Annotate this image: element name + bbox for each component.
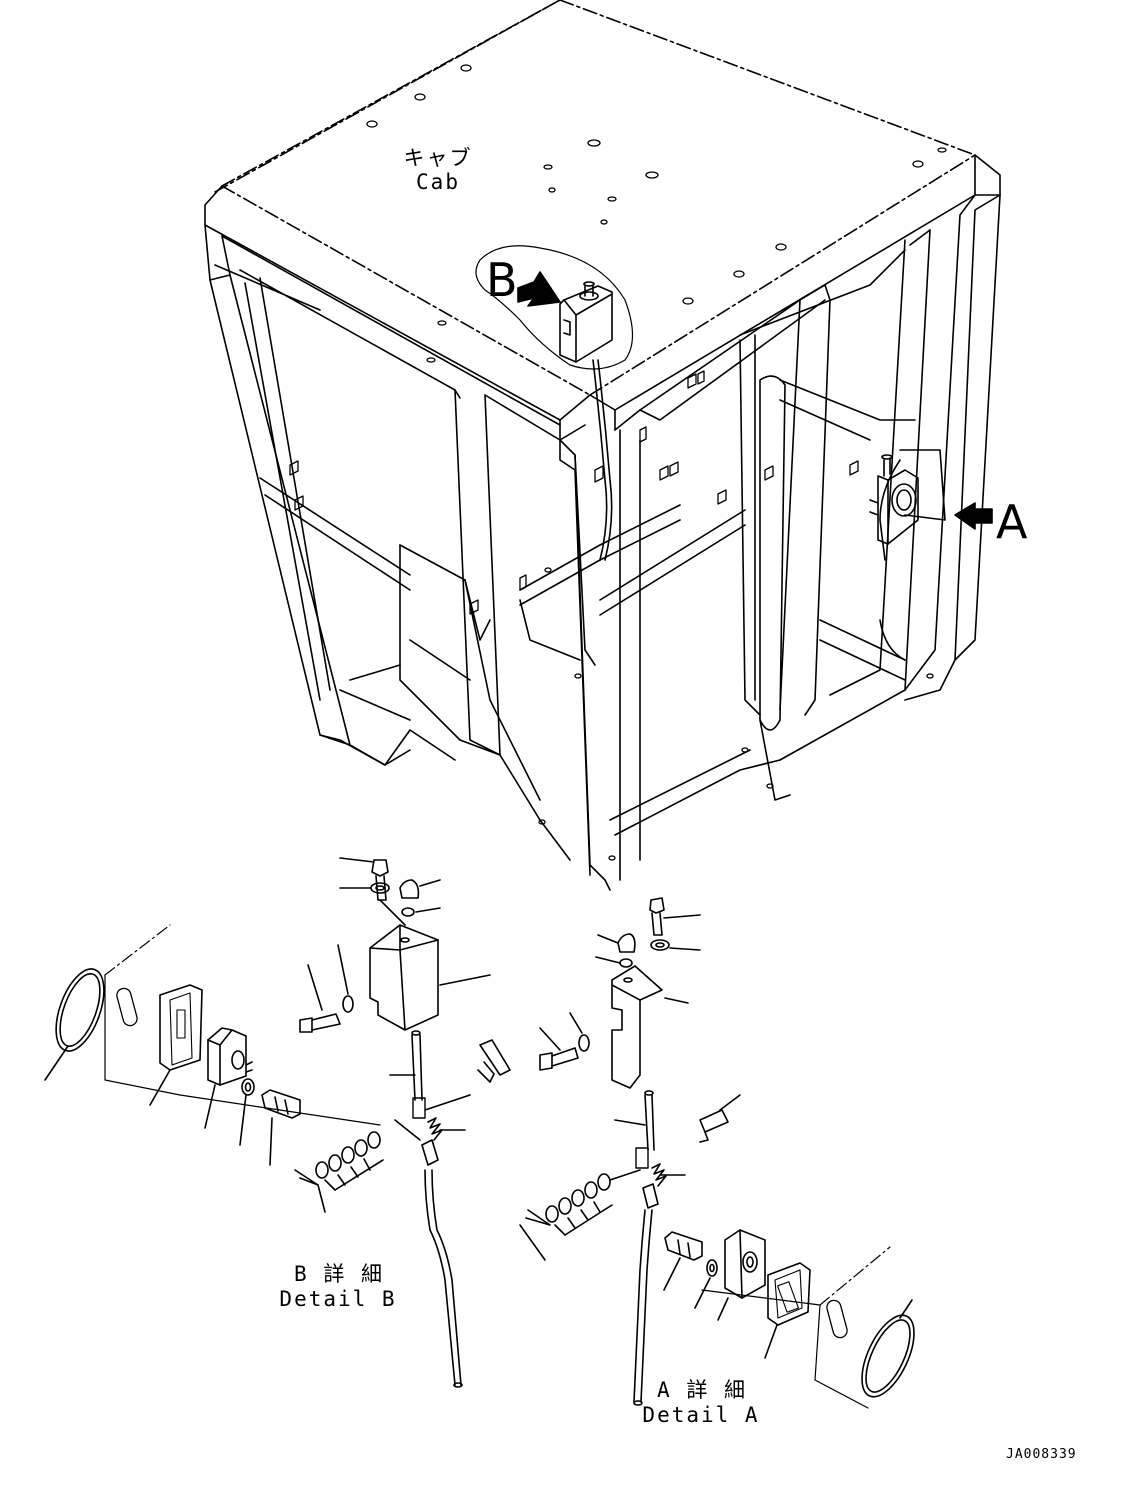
latch-a-on-cab: [869, 454, 919, 545]
view-a-label: A: [996, 495, 1028, 549]
detail-a-label-jp: A 詳 細: [657, 1378, 747, 1402]
cab-frame: [204, 0, 1001, 891]
detail-a-label-en: Detail A: [642, 1403, 760, 1427]
arrow-b-icon: [517, 271, 561, 307]
cab-label-en: Cab: [416, 170, 460, 194]
arrow-a-icon: [954, 502, 993, 530]
detail-a-assembly: [519, 897, 915, 1409]
view-b-label: B: [486, 253, 518, 307]
cab-label-jp: キャブ: [403, 146, 473, 170]
callout-b-on-cab: [475, 245, 634, 370]
detail-b-label-en: Detail B: [279, 1287, 397, 1311]
drawing-code: JA008339: [1006, 1447, 1077, 1462]
detail-b-assembly: [44, 857, 511, 1388]
detail-b-label-jp: B 詳 細: [294, 1262, 384, 1286]
